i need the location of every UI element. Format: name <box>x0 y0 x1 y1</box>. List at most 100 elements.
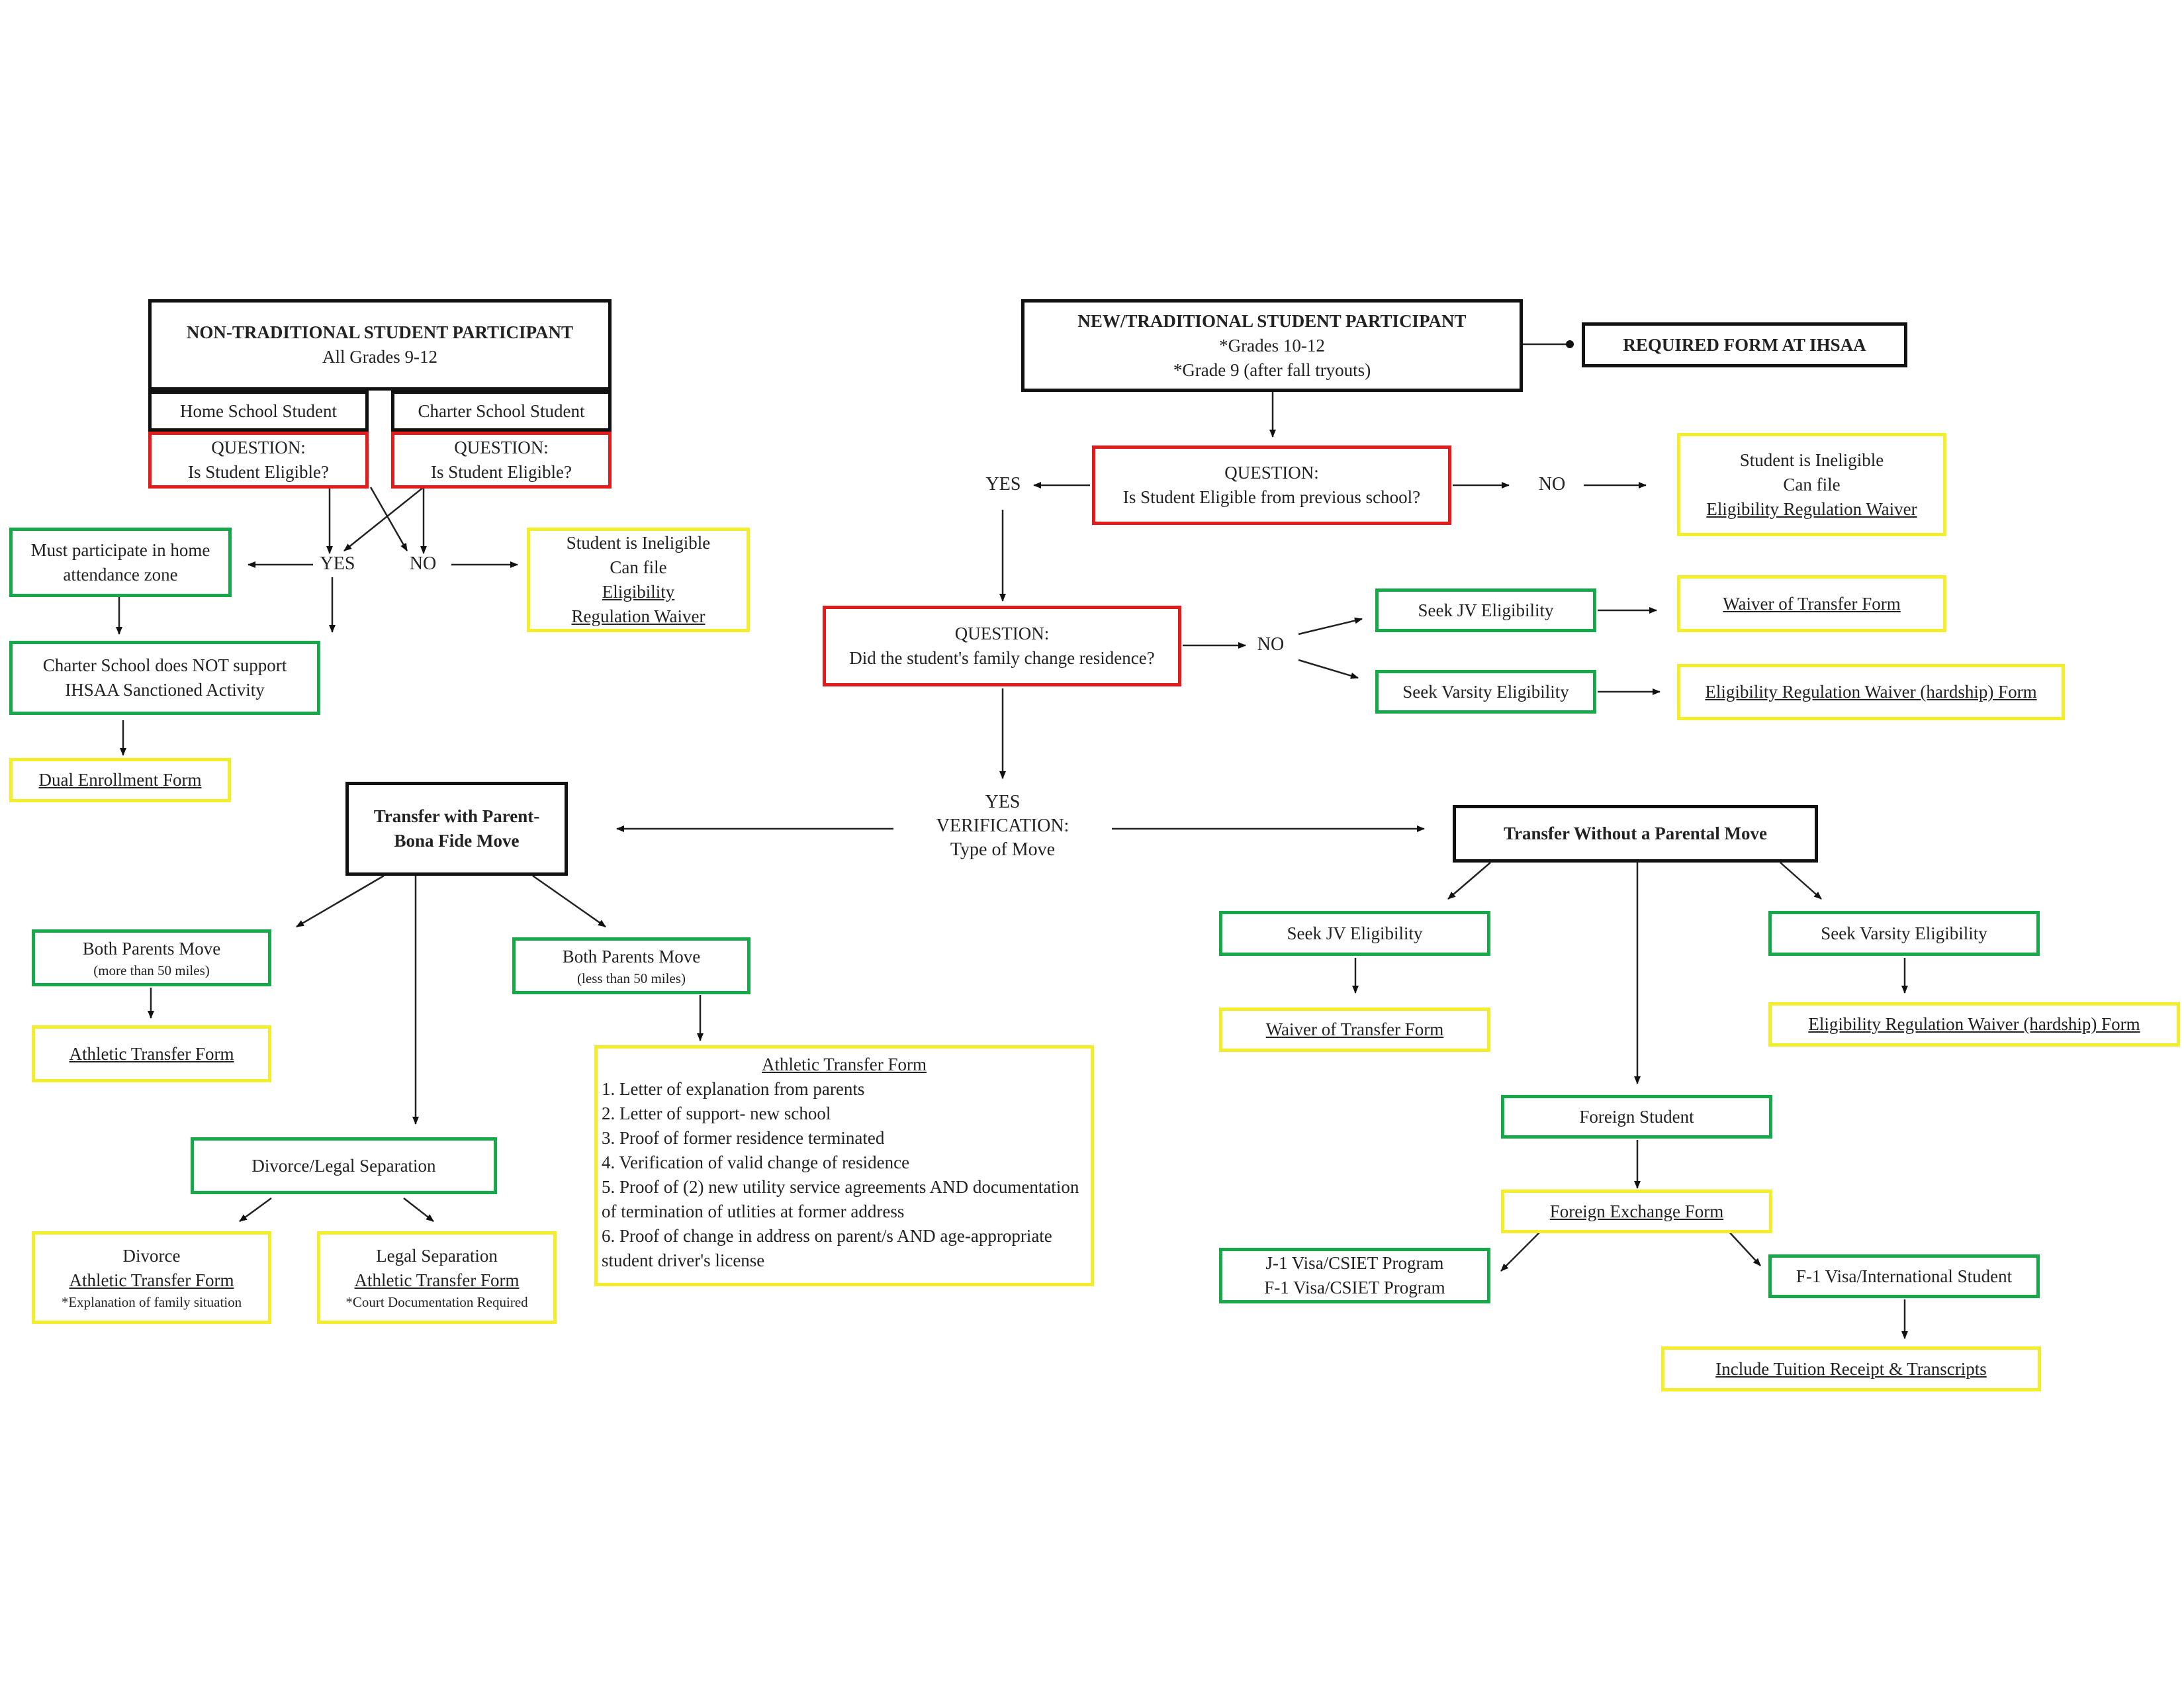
divorce-label: Divorce <box>122 1246 181 1266</box>
legal-separation-label: Legal Separation <box>376 1246 498 1266</box>
trad-yes-label: YES <box>985 474 1021 494</box>
waiver-transfer-form-box: Waiver of Transfer Form <box>1677 575 1946 632</box>
hardship-waiver-box: Eligibility Regulation Waiver (hardship)… <box>1677 664 2065 720</box>
f1-csiet-label: F-1 Visa/CSIET Program <box>1264 1278 1445 1297</box>
legal-separation-note: *Court Documentation Required <box>345 1294 528 1310</box>
can-file-text: Can file <box>610 557 667 577</box>
trad-sub-grades: *Grades 10-12 <box>1219 335 1325 355</box>
nomove-hardship-link[interactable]: Eligibility Regulation Waiver (hardship)… <box>1808 1014 2140 1034</box>
f1-international-label: F-1 Visa/International Student <box>1796 1266 2013 1286</box>
foreign-exchange-form-link[interactable]: Foreign Exchange Form <box>1549 1201 1724 1221</box>
trad-sub-grade9: *Grade 9 (after fall tryouts) <box>1173 359 1371 380</box>
seek-jv-box: Seek JV Eligibility <box>1375 588 1596 632</box>
requirement-item: 2. Letter of support- new school <box>602 1103 831 1123</box>
legal-separation-box: Legal Separation Athletic Transfer Form … <box>317 1231 557 1324</box>
nontrad-no-label: NO <box>409 553 437 574</box>
bona-fide-move-title: Transfer with Parent- Bona Fide Move <box>373 806 540 851</box>
question-text: Is Student Eligible? <box>188 462 329 482</box>
both-parents-more-label: Both Parents Move <box>82 938 221 959</box>
home-attendance-zone-box: Must participate in home attendance zone <box>9 528 232 597</box>
ineligible-text: Student is Ineligible <box>1739 449 1884 470</box>
nontrad-subtitle: All Grades 9-12 <box>322 347 437 367</box>
charter-no-support-text: Charter School does NOT support IHSAA Sa… <box>42 655 287 700</box>
nontrad-title: NON-TRADITIONAL STUDENT PARTICIPANT <box>186 322 574 342</box>
both-parents-less-label: Both Parents Move <box>562 946 701 966</box>
nontrad-ineligible-box: Student is Ineligible Can file Eligibili… <box>527 528 750 632</box>
trad-title: NEW/TRADITIONAL STUDENT PARTICIPANT <box>1077 310 1467 331</box>
waiver-transfer-form-link[interactable]: Waiver of Transfer Form <box>1723 593 1901 614</box>
athletic-transfer-requirements-box: Athletic Transfer Form 1. Letter of expl… <box>594 1045 1094 1286</box>
j1-visa-label: J-1 Visa/CSIET Program <box>1265 1253 1444 1273</box>
foreign-student-label: Foreign Student <box>1579 1106 1694 1127</box>
both-parents-less-sub: (less than 50 miles) <box>577 970 686 986</box>
verification-title: VERIFICATION: <box>936 816 1069 836</box>
athletic-transfer-form-link[interactable]: Athletic Transfer Form <box>69 1043 234 1064</box>
verification-yes: YES <box>985 792 1021 812</box>
seek-varsity-box: Seek Varsity Eligibility <box>1375 670 1596 714</box>
divorce-legal-separation-label: Divorce/Legal Separation <box>251 1155 436 1176</box>
question-label: QUESTION: <box>954 624 1050 643</box>
requirement-item: 5. Proof of (2) new utility service agre… <box>602 1177 1079 1221</box>
dual-enrollment-form-link[interactable]: Dual Enrollment Form <box>38 770 202 790</box>
nomove-seek-varsity-box: Seek Varsity Eligibility <box>1768 911 2040 956</box>
eligibility-waiver-link[interactable]: Eligibility Regulation Waiver <box>1706 498 1917 519</box>
prev-school-question: QUESTION: Is Student Eligible from previ… <box>1092 445 1451 525</box>
residence-no-label: NO <box>1257 634 1285 655</box>
transfer-without-move-title: Transfer Without a Parental Move <box>1504 823 1767 843</box>
residence-change-question: QUESTION: Did the student's family chang… <box>823 606 1181 686</box>
question-text: Did the student's family change residenc… <box>849 648 1155 668</box>
divorce-note: *Explanation of family situation <box>61 1294 242 1310</box>
divorce-athletic-form-link[interactable]: Athletic Transfer Form <box>69 1270 234 1290</box>
charter-no-support-box: Charter School does NOT support IHSAA Sa… <box>9 641 320 715</box>
trad-ineligible-box: Student is Ineligible Can file Eligibili… <box>1677 433 1946 536</box>
nontrad-header: NON-TRADITIONAL STUDENT PARTICIPANT All … <box>148 299 612 391</box>
both-parents-more-sub: (more than 50 miles) <box>93 962 210 978</box>
eligibility-waiver-link[interactable]: Eligibility Regulation Waiver <box>571 582 705 626</box>
foreign-student-box: Foreign Student <box>1501 1095 1772 1139</box>
j1-visa-box: J-1 Visa/CSIET Program F-1 Visa/CSIET Pr… <box>1219 1248 1490 1303</box>
question-label: QUESTION: <box>211 438 306 457</box>
trad-header: NEW/TRADITIONAL STUDENT PARTICIPANT *Gra… <box>1021 299 1523 392</box>
tuition-receipt-box: Include Tuition Receipt & Transcripts <box>1661 1346 2041 1391</box>
athletic-transfer-form-box: Athletic Transfer Form <box>32 1025 271 1082</box>
question-label: QUESTION: <box>454 438 549 457</box>
both-parents-more-box: Both Parents Move (more than 50 miles) <box>32 929 271 986</box>
requirement-item: 4. Verification of valid change of resid… <box>602 1152 910 1172</box>
transfer-without-move-box: Transfer Without a Parental Move <box>1453 805 1818 863</box>
hardship-waiver-link[interactable]: Eligibility Regulation Waiver (hardship)… <box>1705 682 2037 702</box>
charter-school-box: Charter School Student <box>391 391 612 432</box>
nomove-seek-jv-label: Seek JV Eligibility <box>1287 923 1423 943</box>
nomove-hardship-box: Eligibility Regulation Waiver (hardship)… <box>1768 1002 2180 1047</box>
required-form-label: REQUIRED FORM AT IHSAA <box>1623 334 1866 355</box>
seek-varsity-label: Seek Varsity Eligibility <box>1402 681 1569 702</box>
question-text: Is Student Eligible from previous school… <box>1122 487 1421 507</box>
requirement-item: 3. Proof of former residence terminated <box>602 1128 885 1148</box>
verification-type: Type of Move <box>950 839 1056 860</box>
nomove-seek-varsity-label: Seek Varsity Eligibility <box>1821 923 1987 943</box>
tuition-receipt-link[interactable]: Include Tuition Receipt & Transcripts <box>1715 1358 1987 1379</box>
question-text: Is Student Eligible? <box>431 462 572 482</box>
nomove-waiver-transfer-link[interactable]: Waiver of Transfer Form <box>1265 1019 1444 1039</box>
home-school-label: Home School Student <box>180 400 337 421</box>
legal-athletic-form-link[interactable]: Athletic Transfer Form <box>354 1270 520 1290</box>
can-file-text: Can file <box>1783 474 1841 494</box>
home-eligible-question: QUESTION: Is Student Eligible? <box>148 432 369 489</box>
requirements-title[interactable]: Athletic Transfer Form <box>762 1055 927 1074</box>
both-parents-less-box: Both Parents Move (less than 50 miles) <box>512 937 751 994</box>
seek-jv-label: Seek JV Eligibility <box>1418 600 1554 620</box>
home-attendance-zone-text: Must participate in home attendance zone <box>30 539 210 585</box>
divorce-box: Divorce Athletic Transfer Form *Explanat… <box>32 1231 271 1324</box>
charter-school-label: Charter School Student <box>418 400 585 421</box>
verification-label: YES VERIFICATION: Type of Move <box>897 790 1109 862</box>
nontrad-yes-label: YES <box>320 553 355 574</box>
requirement-item: 1. Letter of explanation from parents <box>602 1079 865 1099</box>
foreign-exchange-form-box: Foreign Exchange Form <box>1501 1190 1772 1233</box>
question-label: QUESTION: <box>1224 463 1319 483</box>
trad-no-label: NO <box>1538 474 1566 494</box>
nomove-waiver-transfer-box: Waiver of Transfer Form <box>1219 1008 1490 1052</box>
divorce-legal-separation-box: Divorce/Legal Separation <box>191 1137 497 1194</box>
charter-eligible-question: QUESTION: Is Student Eligible? <box>391 432 612 489</box>
required-form-box: REQUIRED FORM AT IHSAA <box>1582 322 1907 367</box>
requirement-item: 6. Proof of change in address on parent/… <box>602 1226 1052 1270</box>
